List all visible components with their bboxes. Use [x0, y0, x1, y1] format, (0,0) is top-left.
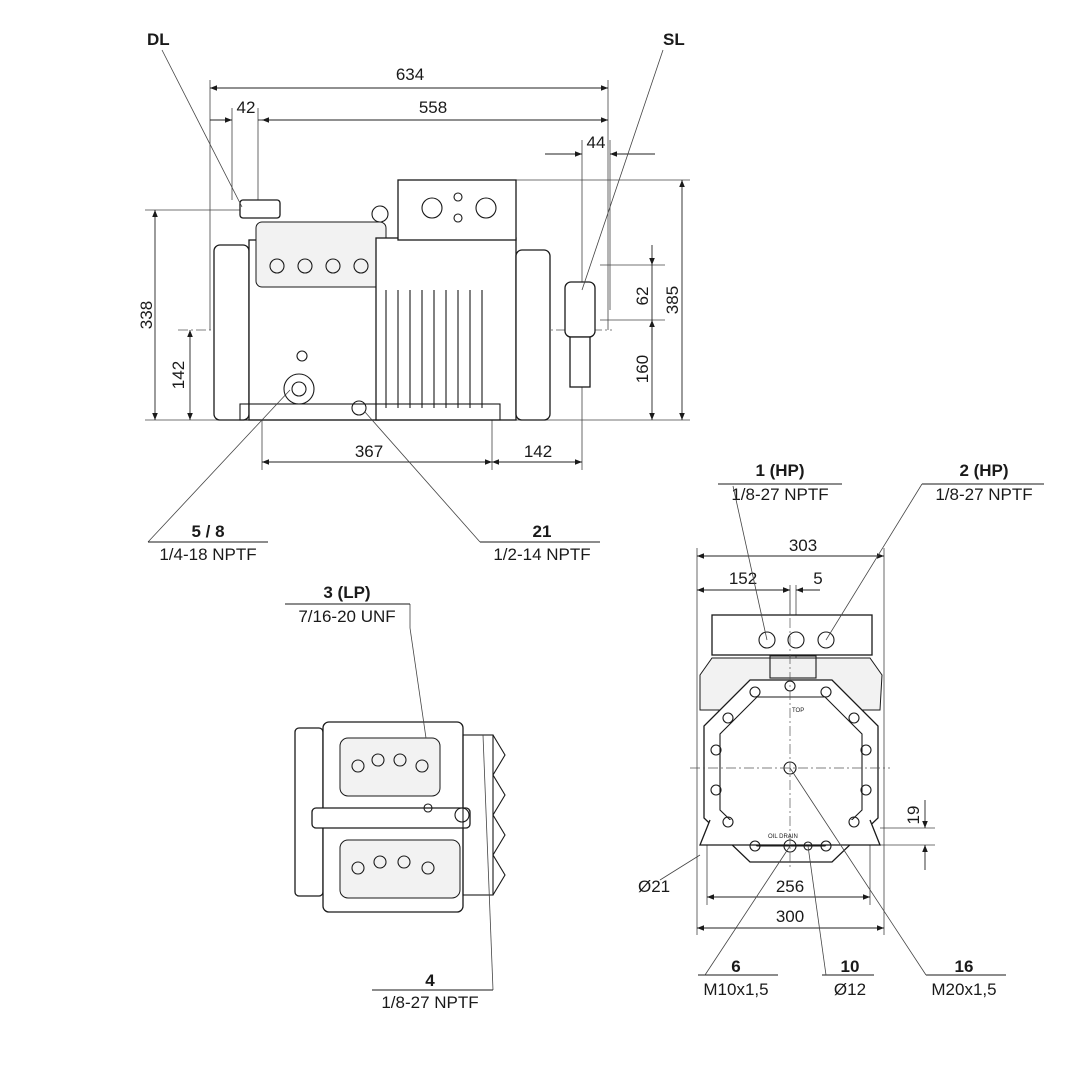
dim-62: 62 [633, 287, 652, 306]
dim-44: 44 [587, 133, 606, 152]
top-crossbar [311, 807, 471, 829]
suction-valve [564, 281, 596, 338]
end-terminal-box [711, 614, 873, 656]
end-inner-octagon [719, 696, 863, 847]
dl-label: DL [147, 30, 170, 49]
dim-5: 5 [813, 569, 822, 588]
end-flange [703, 679, 879, 863]
callout-4-number: 4 [425, 971, 435, 990]
dim-142-horizontal: 142 [524, 442, 552, 461]
dim-152: 152 [729, 569, 757, 588]
callout-16-thread: M20x1,5 [931, 980, 996, 999]
callout-2-number: 2 (HP) [959, 461, 1008, 480]
dim-256: 256 [776, 877, 804, 896]
discharge-valve [239, 199, 281, 219]
callout-3-thread: 7/16-20 UNF [298, 607, 395, 626]
dim-hole-21: Ø21 [638, 877, 670, 896]
end-view: TOP OIL DRAIN 303 152 5 19 Ø21 256 300 1… [638, 461, 1044, 999]
dim-338: 338 [137, 301, 156, 329]
dim-300: 300 [776, 907, 804, 926]
top-cylinder-head-1 [339, 737, 441, 797]
dim-634: 634 [396, 65, 424, 84]
cylinder-head [255, 221, 387, 288]
dim-558: 558 [419, 98, 447, 117]
callout-21-number: 21 [533, 522, 552, 541]
dim-160: 160 [633, 355, 652, 383]
end-bolt-circle [710, 680, 872, 852]
callout-4-thread: 1/8-27 NPTF [381, 993, 478, 1012]
callout-10-number: 10 [841, 957, 860, 976]
suction-stub [569, 336, 591, 388]
callout-6-number: 6 [731, 957, 740, 976]
terminal-box [397, 179, 517, 241]
dim-142-vertical: 142 [169, 361, 188, 389]
oil-marking: OIL DRAIN [768, 834, 798, 840]
callout-16-number: 16 [955, 957, 974, 976]
dim-367: 367 [355, 442, 383, 461]
side-view: DL SL 634 558 42 44 338 142 385 62 160 3… [137, 30, 690, 564]
end-feet [699, 819, 881, 846]
front-flange [213, 244, 250, 421]
callout-2-thread: 1/8-27 NPTF [935, 485, 1032, 504]
sl-label: SL [663, 30, 685, 49]
callout-1-number: 1 (HP) [755, 461, 804, 480]
dim-385: 385 [663, 286, 682, 314]
callout-10-thread: Ø12 [834, 980, 866, 999]
callout-5-8-number: 5 / 8 [191, 522, 224, 541]
top-view: 3 (LP) 7/16-20 UNF 4 1/8-27 NPTF [285, 583, 506, 1012]
callout-21-thread: 1/2-14 NPTF [493, 545, 590, 564]
callout-6-thread: M10x1,5 [703, 980, 768, 999]
callout-1-thread: 1/8-27 NPTF [731, 485, 828, 504]
cooling-fins [385, 290, 483, 408]
rear-cover [515, 249, 551, 421]
dim-303: 303 [789, 536, 817, 555]
dim-19: 19 [904, 806, 923, 825]
callout-5-8-thread: 1/4-18 NPTF [159, 545, 256, 564]
dim-42: 42 [237, 98, 256, 117]
top-marking: TOP [792, 708, 804, 714]
callout-3-number: 3 (LP) [323, 583, 370, 602]
top-cylinder-head-2 [339, 839, 461, 899]
